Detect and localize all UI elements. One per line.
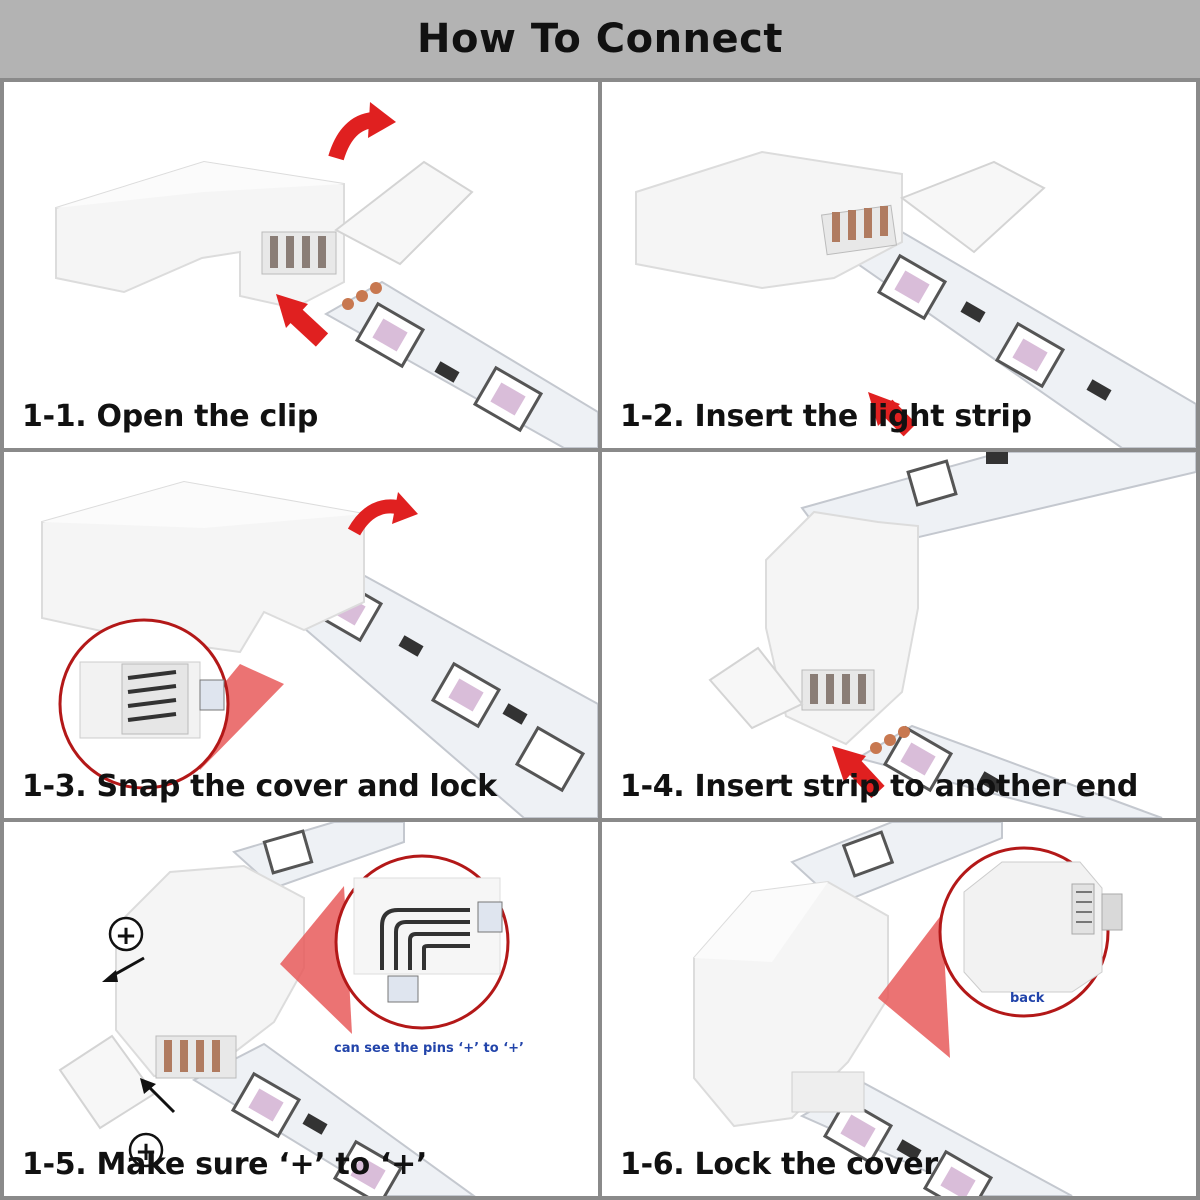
arrow-up-left-icon [287, 307, 329, 347]
arrow-icon [148, 1086, 176, 1114]
plus-marker-top: + [102, 916, 145, 982]
step-4-illustration [708, 452, 1196, 818]
plus-icon: + [115, 921, 137, 951]
step-panel-6: back 1-6. Lock the cover [602, 822, 1196, 1196]
step-caption: 1-3. Snap the cover and lock [22, 769, 497, 804]
clip-lid [899, 160, 1046, 254]
led-strip-bottom [855, 724, 1163, 818]
zoom-inset [58, 618, 230, 790]
step-caption: 1-2. Insert the light strip [620, 399, 1032, 434]
connector-body [55, 160, 345, 310]
step-caption: 1-1. Open the clip [22, 399, 319, 434]
step-1-illustration [55, 102, 598, 448]
step-caption: 1-6. Lock the cover [620, 1147, 938, 1182]
plus-icon: + [135, 1137, 157, 1167]
step-panel-1: 1-1. Open the clip [4, 82, 598, 448]
inset-back-label: back [1010, 991, 1045, 1006]
step-6-illustration: back [693, 822, 1123, 1196]
zoom-wedge [878, 914, 950, 1058]
step-panel-4: 1-4. Insert strip to another end [602, 452, 1196, 818]
inset-caption: can see the pins ‘+’ to ‘+’ [334, 1041, 524, 1056]
step-2-illustration [635, 150, 1196, 448]
step-5-illustration: can see the pins ‘+’ to ‘+’ + + [58, 822, 524, 1196]
connector-body [41, 480, 365, 654]
led-strip [850, 230, 1196, 448]
clip-lid [708, 646, 804, 730]
step-3-illustration [41, 480, 598, 818]
arrow-icon [111, 956, 145, 978]
connector-body [693, 880, 889, 1128]
connector-body [765, 510, 919, 746]
led-strip-bottom [191, 1042, 476, 1196]
led-strip [323, 280, 598, 448]
zoom-wedge [280, 886, 352, 1034]
clip-lid [334, 160, 474, 266]
steps-grid: 1-1. Open the clip [0, 78, 1200, 1200]
step-panel-5: can see the pins ‘+’ to ‘+’ + + 1-5. Mak… [4, 822, 598, 1196]
step-panel-2: 1-2. Insert the light strip [602, 82, 1196, 448]
page-title: How To Connect [417, 16, 783, 62]
zoom-inset: can see the pins ‘+’ to ‘+’ [334, 854, 524, 1056]
plus-marker-bottom: + [128, 1078, 176, 1168]
connector-body [635, 150, 903, 290]
step-panel-3: 1-3. Snap the cover and lock [4, 452, 598, 818]
connector-body [115, 864, 305, 1079]
arrow-up-left-icon [845, 757, 885, 799]
header-bar: How To Connect [0, 0, 1200, 78]
step-caption: 1-5. Make sure ‘+’ to ‘+’ [22, 1147, 428, 1182]
zoom-inset: back [938, 846, 1123, 1018]
step-caption: 1-4. Insert strip to another end [620, 769, 1139, 804]
